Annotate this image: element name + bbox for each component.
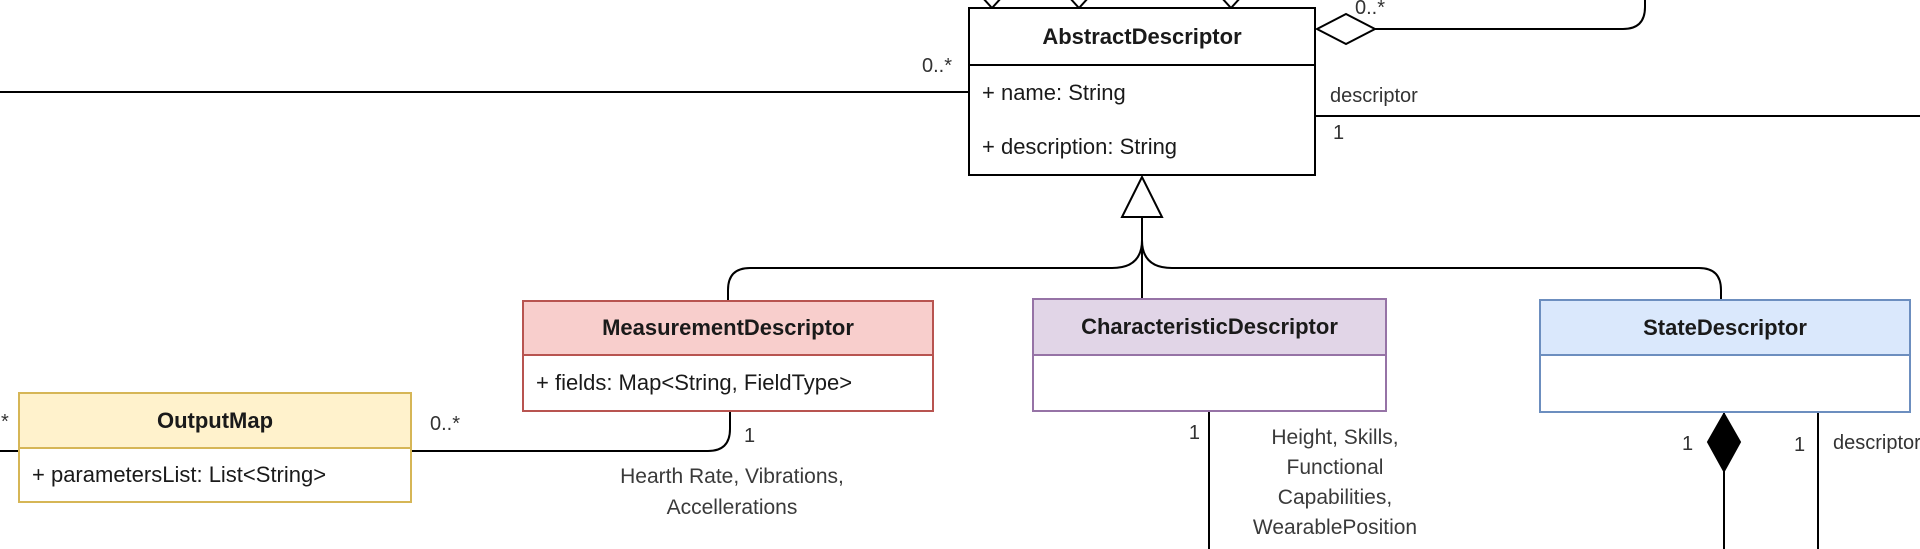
- class-state-descriptor: StateDescriptor: [1539, 299, 1911, 413]
- class-characteristic-descriptor: CharacteristicDescriptor: [1032, 298, 1387, 412]
- outputmap-measurement-line: [412, 412, 731, 452]
- class-attributes: [1541, 356, 1909, 411]
- class-attributes: + name: String + description: String: [970, 66, 1314, 174]
- inheritance-branch-state: [1141, 239, 1722, 299]
- inheritance-triangle-icon: [1120, 174, 1164, 218]
- multiplicity-label: 1: [1333, 122, 1345, 144]
- multiplicity-label: 1: [744, 425, 756, 447]
- class-attribute: + parametersList: List<String>: [32, 462, 327, 487]
- class-title: MeasurementDescriptor: [524, 302, 932, 356]
- class-title: AbstractDescriptor: [970, 9, 1314, 66]
- note-line: Functional: [1286, 456, 1384, 479]
- class-attribute-empty: [1034, 356, 1385, 410]
- class-title: StateDescriptor: [1541, 301, 1909, 356]
- note-line: Hearth Rate, Vibrations,: [620, 465, 844, 488]
- class-attribute: + description: String: [982, 134, 1178, 159]
- note-line: Accellerations: [666, 496, 798, 519]
- class-attribute: + name: String: [982, 80, 1126, 105]
- composition-diamond-icon: [1706, 411, 1742, 474]
- characteristic-note: Height, Skills, Functional Capabilities,…: [1225, 423, 1445, 543]
- inheritance-branch-measurement: [727, 239, 1143, 300]
- note-line: Height, Skills,: [1271, 426, 1399, 449]
- class-abstract-descriptor: AbstractDescriptor + name: String + desc…: [968, 7, 1316, 176]
- role-label: descriptor: [1330, 85, 1418, 107]
- role-label: descriptor: [1833, 432, 1920, 454]
- class-title: CharacteristicDescriptor: [1034, 300, 1385, 356]
- aggregation-self-line: [1375, 0, 1646, 30]
- multiplicity-label: 0..*: [430, 413, 461, 435]
- class-title: OutputMap: [20, 394, 410, 449]
- class-attributes: + fields: Map<String, FieldType>: [524, 356, 932, 410]
- measurement-note: Hearth Rate, Vibrations, Accellerations: [582, 461, 882, 523]
- note-line: Capabilities,: [1277, 486, 1393, 509]
- multiplicity-label: 1: [1188, 422, 1200, 444]
- multiplicity-label: *: [1, 411, 9, 433]
- class-attribute-empty: [1541, 356, 1909, 411]
- multiplicity-label: 0..*: [921, 55, 952, 77]
- multiplicity-label: 1: [1794, 434, 1806, 456]
- note-line: WearablePosition: [1252, 516, 1418, 539]
- multiplicity-label: 1: [1682, 433, 1694, 455]
- class-attributes: [1034, 356, 1385, 410]
- class-measurement-descriptor: MeasurementDescriptor + fields: Map<Stri…: [522, 300, 934, 412]
- class-attribute: + fields: Map<String, FieldType>: [536, 370, 853, 395]
- class-attributes: + parametersList: List<String>: [20, 449, 410, 501]
- multiplicity-label: 0..*: [1355, 0, 1386, 19]
- class-output-map: OutputMap + parametersList: List<String>: [18, 392, 412, 503]
